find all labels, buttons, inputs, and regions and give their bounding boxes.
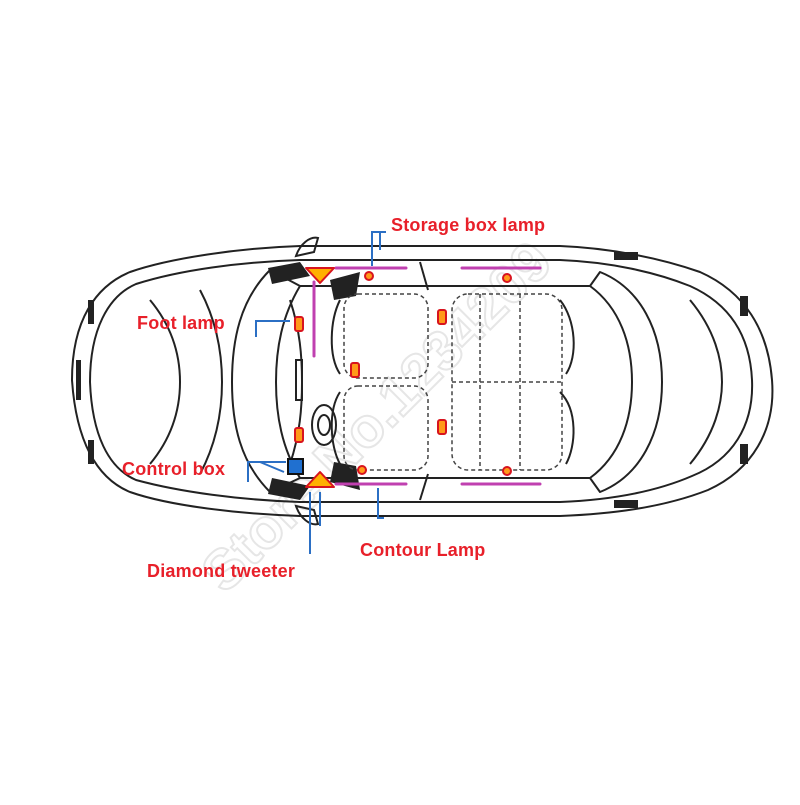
seat-backs (330, 299, 575, 465)
storage-box-lamp-label: Storage box lamp (391, 215, 546, 235)
foot-lamp-front-right (294, 427, 304, 443)
rear-foot-lamp-left (437, 309, 447, 325)
control-box (287, 458, 304, 475)
steering-wheel (311, 404, 337, 446)
tweeter-left (305, 267, 335, 284)
storage-box-lamp-front-left (364, 271, 374, 281)
diamond-tweeter-label: Diamond tweeter (147, 561, 296, 581)
foot-lamp-front-left (294, 316, 304, 332)
tweeter-right (305, 471, 335, 488)
foot-lamp-label: Foot lamp (137, 313, 225, 333)
storage-box-lamp-rear-left (502, 273, 512, 283)
control-box-label: Control box (122, 459, 226, 479)
side-mirrors (294, 236, 320, 526)
foot-lamp-center (350, 362, 360, 378)
leader-lines (247, 231, 386, 554)
lamps (294, 271, 512, 476)
contour-lamp-strips (312, 266, 542, 486)
contour-lamp-label: Contour Lamp (360, 540, 486, 560)
storage-box-lamp-rear-right (502, 466, 512, 476)
rear-foot-lamp-right (437, 419, 447, 435)
storage-box-lamp-front-right (357, 465, 367, 475)
diamond-tweeters (305, 267, 335, 488)
